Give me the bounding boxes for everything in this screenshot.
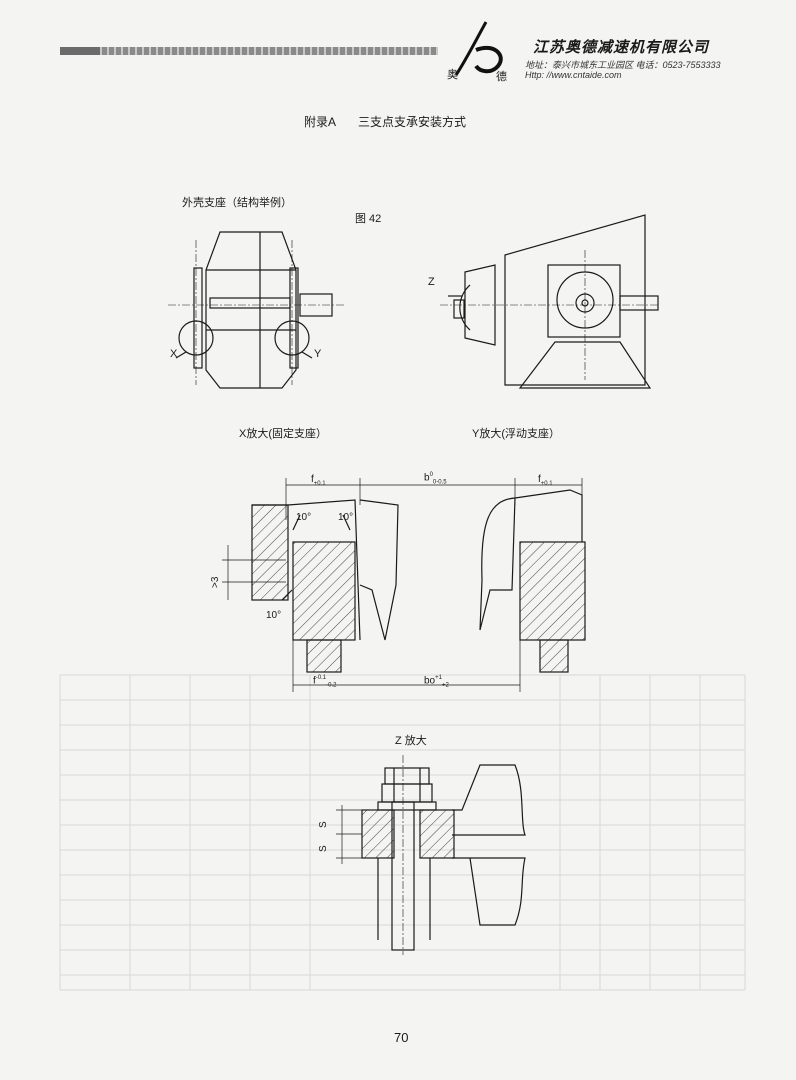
appendix-heading: 三支点支承安装方式 [358, 115, 467, 129]
dim-f-top-left: f+0.1 [311, 474, 326, 487]
marker-y: Y [314, 348, 322, 360]
y-detail-label: Y放大(浮动支座） [472, 428, 560, 440]
dim-b-top: b00-0.5 [424, 472, 447, 486]
appendix-label: 附录A [304, 115, 337, 129]
dim-s-2: S [318, 845, 329, 852]
x-detail-label: X放大(固定支座） [239, 428, 327, 440]
company-website: Http: //www.cntaide.com [525, 70, 622, 80]
page-number: 70 [394, 1030, 409, 1045]
company-name: 江苏奥德减速机有限公司 [533, 39, 710, 56]
appendix-title: 附录A 三支点支承安装方式 [304, 113, 466, 130]
dim-b-bottom: bo+1+2 [424, 675, 449, 689]
company-address: 地址：泰兴市城东工业园区 电话：0523-7553333 [525, 60, 721, 70]
company-logo-icon [454, 21, 503, 76]
dim-angle-left: 10° [296, 512, 312, 523]
marker-z: Z [428, 276, 435, 288]
logo-char-1: 奥 [447, 69, 458, 81]
dim-f-bottom: f-0.1-0.2 [313, 675, 337, 689]
dim-angle-right: 10° [338, 512, 354, 523]
dim-angle-bottom: 10° [266, 610, 282, 621]
figure-number: 图 42 [355, 213, 382, 225]
marker-x: X [170, 348, 178, 360]
header-stripe-bar [60, 47, 438, 55]
logo-char-2: 德 [496, 71, 507, 83]
z-detail-label: Z 放大 [395, 735, 427, 747]
shell-support-caption: 外壳支座（结构举例） [182, 197, 292, 209]
dim-s-1: S [318, 821, 329, 828]
dim-f-top-right: f+0.1 [538, 474, 553, 487]
